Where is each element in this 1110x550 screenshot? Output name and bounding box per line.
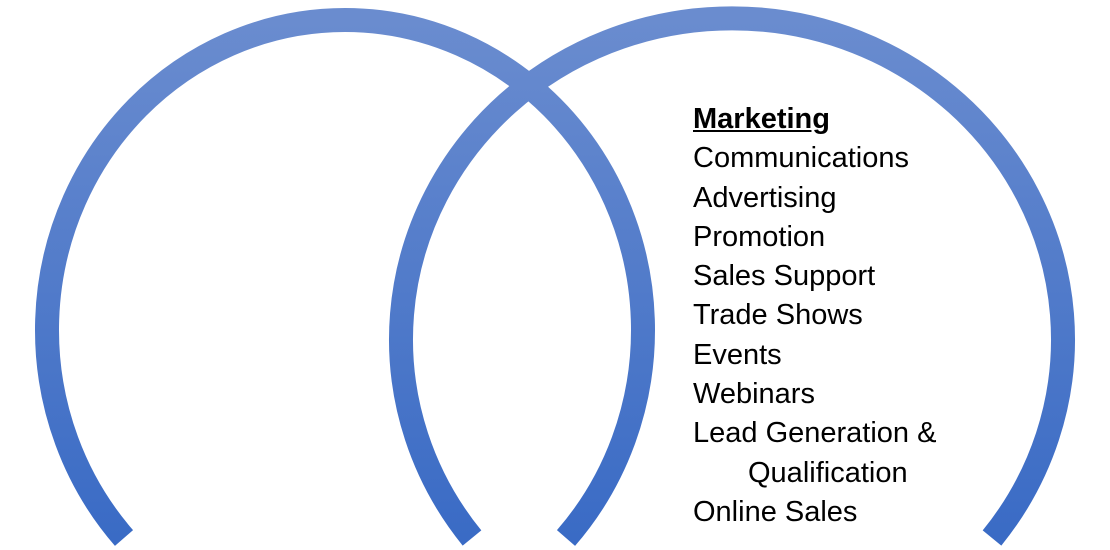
list-item: Sales Support [693, 260, 876, 293]
right-circle-marketing [389, 6, 1075, 546]
list-item: Promotion [693, 220, 826, 253]
list-item: Qualification [748, 456, 908, 489]
list-item: Trade Shows [693, 299, 863, 332]
list-item: Webinars [693, 378, 815, 411]
list-item: Advertising [693, 181, 837, 214]
list-item: Events [693, 338, 782, 371]
marketing-heading: Marketing [693, 103, 830, 135]
left-circle [35, 8, 655, 546]
list-item: Online Sales [693, 495, 858, 528]
list-item: Communications [693, 142, 909, 175]
list-item: Lead Generation & [693, 417, 937, 450]
marketing-list: Marketing Communications Advertising Pro… [693, 100, 936, 532]
